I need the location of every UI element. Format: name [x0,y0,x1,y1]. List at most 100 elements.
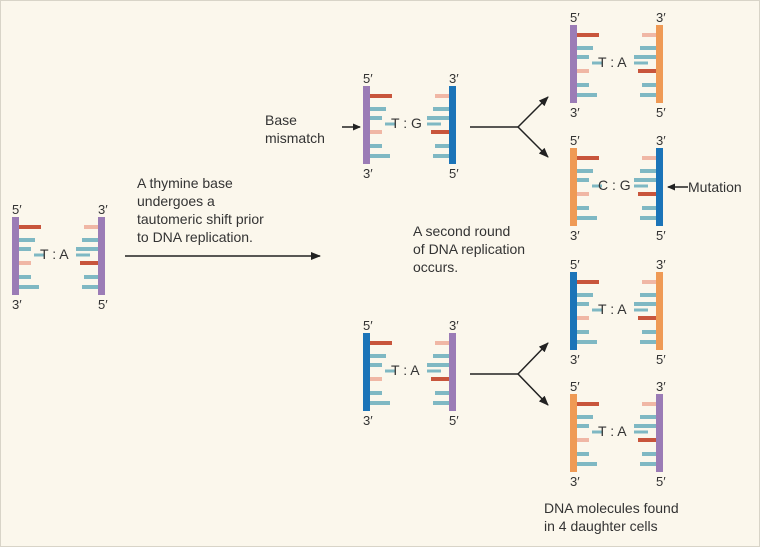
second-round-line: of DNA replication [413,241,526,257]
daughter-3-left-base [577,316,589,320]
branch-arrow-lower-b [517,373,549,406]
mismatch-left-base [370,144,382,148]
daughter-4-left-strand [570,394,577,472]
mismatch-end-label: 5′ [449,166,459,181]
daughter-3-right-base [642,330,656,334]
daughter-3-left-base [577,340,597,344]
correct-copy-right-base [427,363,449,367]
original-right-base [84,275,98,279]
tautomeric-note: A thymine base undergoes a tautomeric sh… [137,174,264,246]
daughter-4-right-base [642,452,656,456]
mismatch-left-base [370,107,386,111]
daughter-1-left-base [577,33,599,37]
correct-copy-end-label: 5′ [363,318,373,333]
mismatch-end-label: 3′ [449,71,459,86]
original-right-base [82,285,98,289]
correct-copy-left-base [370,377,382,381]
daughter-4-end-label: 5′ [656,474,666,489]
correct-copy-right-base [435,391,449,395]
tautomeric-note-line: tautomeric shift prior [137,211,264,227]
daughter-1-left-strand [570,25,577,103]
daughter-3-right-base [640,340,656,344]
mismatch-right-base [427,116,449,120]
mismatch-left-base [370,116,382,120]
daughter-1-right-base [642,83,656,87]
mismatch-left-base [370,130,382,134]
daughter-3-right-base [640,293,656,297]
daughter-1-left-base [577,55,589,59]
daughter-1-end-label: 5′ [656,105,666,120]
daughter-2-end-label: 3′ [656,133,666,148]
daughter-3-right-base [634,302,656,306]
correct-copy-end-label: 5′ [449,413,459,428]
daughter-4-left-base [577,415,593,419]
original-left-base [19,247,31,251]
daughter-2-left-base [577,192,589,196]
mismatch-end-label: 3′ [363,166,373,181]
correct-copy-left-base [370,391,382,395]
daughter-3-end-label: 3′ [570,352,580,367]
daughter-4-right-base [640,462,656,466]
second-round-line: A second round [413,223,511,239]
base-mismatch-label: Base mismatch [265,111,325,147]
daughter-2-end-label: 5′ [656,228,666,243]
daughter-1-pair-label: T : A [598,54,627,70]
daughter-2-right-base [634,178,656,182]
correct-copy-left-strand [363,333,370,411]
daughter-4-end-label: 3′ [656,379,666,394]
base-mismatch-line: Base [265,112,297,128]
daughter-3-right-strand [656,272,663,350]
daughter-2-right-base [640,169,656,173]
original-left-base [19,225,41,229]
original-right-base [76,247,98,251]
correct-copy-left-base [370,354,386,358]
correct-copy-right-base [433,354,449,358]
base-mismatch-line: mismatch [265,130,325,146]
daughter-3-left-strand [570,272,577,350]
original-left-base [19,275,31,279]
daughter-4-pair-label: T : A [598,423,627,439]
original-pair-label: T : A [40,246,69,262]
daughter-3-left-base [577,280,599,284]
daughter-3-right-base [638,316,656,320]
mismatch-right-strand [449,86,456,164]
original-right-base [84,225,98,229]
daughter-2-left-base [577,169,593,173]
daughter-4-end-label: 3′ [570,474,580,489]
correct-copy-pair-label: T : A [391,362,420,378]
daughter-1-left-base [577,93,597,97]
daughter-cells-caption: DNA molecules found in 4 daughter cells [544,499,679,535]
original-left-strand [12,217,19,295]
mismatch-right-base [433,154,449,158]
mutation-label: Mutation [688,179,742,195]
correct-copy-right-base [433,401,449,405]
daughter-1-end-label: 3′ [656,10,666,25]
correct-copy-right-base [435,341,449,345]
daughter-4-left-base [577,462,597,466]
daughter-1-right-base [638,69,656,73]
daughter-2-right-base [640,216,656,220]
original-end-label: 3′ [98,202,108,217]
mismatch-right-base [435,94,449,98]
daughter-2-right-base [642,156,656,160]
daughter-4-right-base [640,415,656,419]
daughter-2-left-base [577,206,589,210]
daughter-2-left-base [577,216,597,220]
second-round-note: A second round of DNA replication occurs… [413,222,525,276]
branch-arrow-upper-b [517,126,549,158]
daughter-4-left-base [577,438,589,442]
original-end-label: 5′ [12,202,22,217]
correct-copy-end-label: 3′ [449,318,459,333]
mismatch-right-base [431,130,449,134]
daughter-3-left-base [577,330,589,334]
daughter-2-right-strand [656,148,663,226]
correct-copy-end-label: 3′ [363,413,373,428]
daughter-4-right-strand [656,394,663,472]
daughter-4-left-base [577,452,589,456]
daughter-2-left-base [577,156,599,160]
daughter-caption-line: DNA molecules found [544,500,679,516]
daughter-1-end-label: 3′ [570,105,580,120]
daughter-2-end-label: 5′ [570,133,580,148]
daughter-2-left-strand [570,148,577,226]
